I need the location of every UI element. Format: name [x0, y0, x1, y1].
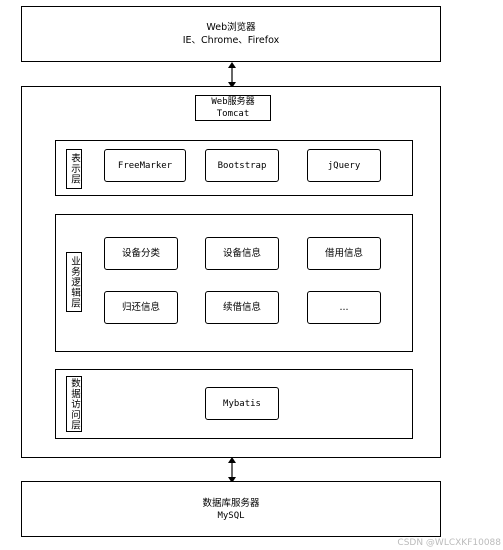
presentation-layer-label: 表示层 [66, 149, 82, 189]
return-info-box: 归还信息 [104, 291, 178, 324]
db-server-box: 数据库服务器 MySQL [21, 481, 441, 537]
web-browser-title: Web浏览器 [206, 22, 256, 33]
web-browser-box: Web浏览器 IE、Chrome、Firefox [21, 6, 441, 62]
data-access-layer-label: 数据访问层 [66, 376, 82, 432]
db-server-subtitle: MySQL [217, 510, 245, 521]
business-logic-layer-label: 业务逻辑层 [66, 252, 82, 312]
business-logic-layer [55, 214, 413, 352]
jquery-box: jQuery [307, 149, 381, 182]
more-box: ... [307, 291, 381, 324]
renew-info-box: 续借信息 [205, 291, 279, 324]
web-browser-subtitle: IE、Chrome、Firefox [182, 35, 280, 46]
web-server-subtitle: Tomcat [216, 109, 250, 119]
device-info-box: 设备信息 [205, 237, 279, 270]
arrow-browser-webserver [228, 62, 236, 88]
borrow-info-box: 借用信息 [307, 237, 381, 270]
arrow-webserver-db [228, 457, 236, 483]
mybatis-box: Mybatis [205, 387, 279, 420]
watermark: CSDN @WLCXKF10088 [397, 538, 501, 548]
db-server-title: 数据库服务器 [202, 497, 260, 509]
bootstrap-box: Bootstrap [205, 149, 279, 182]
web-server-title: Web服务器 [211, 97, 255, 107]
web-server-title-box: Web服务器 Tomcat [195, 95, 271, 121]
device-category-box: 设备分类 [104, 237, 178, 270]
freemarker-box: FreeMarker [104, 149, 186, 182]
